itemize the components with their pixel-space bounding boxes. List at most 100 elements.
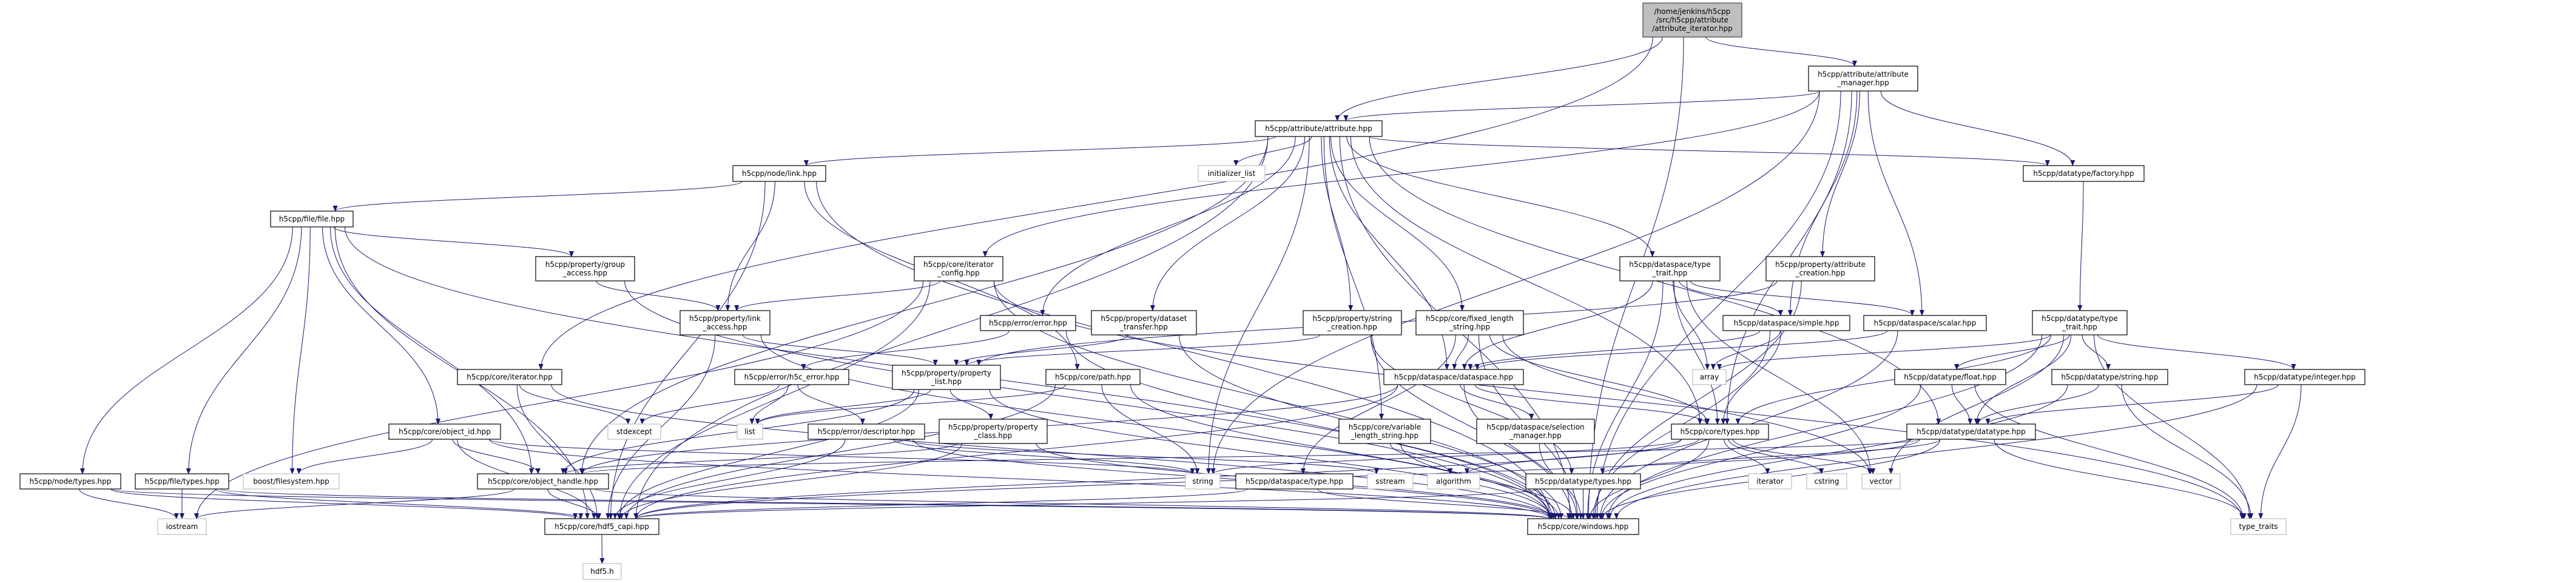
edge-attr_mgr-to-scalar <box>1867 90 1924 316</box>
node-box <box>1525 473 1641 490</box>
edge-h5c_error-to-descriptor <box>797 384 865 425</box>
node-root[interactable]: /home/jenkins/h5cpp/src/h5cpp/attribute/… <box>1642 2 1742 38</box>
node-link_access[interactable]: h5cpp/property/link_access.hpp <box>679 310 770 335</box>
edge-file-to-boost_fs <box>289 226 311 474</box>
edge-dt_integer-to-type_traits <box>2258 384 2302 519</box>
edge-attribute-to-init_list <box>1233 136 1312 166</box>
node-dataspace[interactable]: h5cpp/dataspace/dataspace.hpp <box>1383 369 1524 385</box>
node-dt_types[interactable]: h5cpp/datatype/types.hpp <box>1525 473 1641 490</box>
edge-dt_float-to-type_traits <box>1974 384 2246 519</box>
node-core_iterator[interactable]: h5cpp/core/iterator.hpp <box>457 369 562 385</box>
node-box <box>914 256 1003 281</box>
node-windows[interactable]: h5cpp/core/windows.hpp <box>1527 518 1639 535</box>
edge-property_class-to-hdf5_capi <box>619 443 962 519</box>
node-box <box>1198 165 1266 182</box>
node-ds_type_trait[interactable]: h5cpp/dataspace/type_trait.hpp <box>1619 256 1721 281</box>
node-node_types[interactable]: h5cpp/node/types.hpp <box>19 473 121 490</box>
node-dataset_transfer[interactable]: h5cpp/property/dataset_transfer.hpp <box>1091 310 1197 335</box>
node-box <box>1367 473 1414 490</box>
node-core_path[interactable]: h5cpp/core/path.hpp <box>1045 369 1141 385</box>
edge-attribute-to-string <box>1206 136 1310 474</box>
node-object_handle[interactable]: h5cpp/core/object_handle.hpp <box>477 473 609 490</box>
node-label: h5cpp/dataspace/selection <box>1486 423 1584 431</box>
node-hdf5_capi[interactable]: h5cpp/core/hdf5_capi.hpp <box>544 518 659 535</box>
node-ds_type[interactable]: h5cpp/dataspace/type.hpp <box>1235 473 1354 490</box>
node-box <box>1338 419 1431 444</box>
edge-property_list-to-hdf5_capi <box>616 389 920 519</box>
node-fixed_len[interactable]: h5cpp/core/fixed_length_string.hpp <box>1415 310 1524 335</box>
node-box <box>1235 473 1354 490</box>
edge-root-to-core_iterator <box>538 36 1653 370</box>
node-label: string <box>1192 477 1213 486</box>
node-iter_config[interactable]: h5cpp/core/iterator_config.hpp <box>914 256 1003 281</box>
edge-dt_type_trait-to-dt_integer <box>2097 334 2296 370</box>
node-label: _access.hpp <box>702 323 747 331</box>
node-group_access[interactable]: h5cpp/property/group_access.hpp <box>535 256 635 281</box>
node-file_types[interactable]: h5cpp/file/types.hpp <box>135 473 229 490</box>
edge-core_path-to-string <box>1101 384 1200 474</box>
node-label: h5cpp/property/string <box>1313 314 1392 323</box>
edge-fixed_len-to-ds_type <box>1300 334 1456 474</box>
node-h5c_error[interactable]: h5cpp/error/h5c_error.hpp <box>734 369 849 385</box>
node-attribute[interactable]: h5cpp/attribute/attribute.hpp <box>1255 120 1383 137</box>
node-label: _trait.hpp <box>2062 323 2097 331</box>
node-dt_string[interactable]: h5cpp/datatype/string.hpp <box>2051 369 2168 385</box>
node-core_types[interactable]: h5cpp/core/types.hpp <box>1671 423 1769 440</box>
node-label: list <box>744 428 755 436</box>
edge-core_path-to-list <box>755 384 1066 425</box>
node-node_link[interactable]: h5cpp/node/link.hpp <box>732 165 826 182</box>
node-label: h5cpp/property/property <box>948 423 1038 431</box>
edge-dt_float-to-dt_datatype <box>1951 384 1973 425</box>
node-var_len[interactable]: h5cpp/core/variable_length_string.hpp <box>1338 419 1431 444</box>
node-attr_mgr[interactable]: h5cpp/attribute/attribute_manager.hpp <box>1808 66 1918 92</box>
node-box <box>1748 473 1792 490</box>
edge-core_iterator-to-stdexcept <box>519 384 631 425</box>
node-box <box>2244 369 2365 385</box>
edge-link_access-to-hdf5_capi <box>605 334 716 519</box>
edge-node_link-to-windows <box>816 181 1553 519</box>
node-attr_creation[interactable]: h5cpp/property/attribute_creation.hpp <box>1765 256 1875 281</box>
node-box <box>732 165 826 182</box>
node-box <box>939 419 1048 444</box>
edge-attribute-to-hdf5_capi <box>633 136 1269 519</box>
edge-scalar-to-dataspace <box>1475 330 1888 370</box>
node-descriptor[interactable]: h5cpp/error/descriptor.hpp <box>808 423 925 440</box>
node-property_class[interactable]: h5cpp/property/property_class.hpp <box>939 419 1048 444</box>
node-box <box>157 518 207 535</box>
node-factory[interactable]: h5cpp/datatype/factory.hpp <box>2023 165 2145 182</box>
edge-attribute-to-node_link <box>804 136 1276 166</box>
edge-dataspace-to-selection_mgr <box>1460 384 1534 420</box>
node-label: _string.hpp <box>1449 323 1490 331</box>
edge-object_id-to-windows <box>489 439 1553 519</box>
edge-ds_type-to-hdf5_capi <box>633 488 1248 519</box>
node-file[interactable]: h5cpp/file/file.hpp <box>270 211 354 227</box>
node-hdf5h: hdf5.h <box>582 563 622 580</box>
edge-dt_type_trait-to-dt_float <box>1954 334 2070 370</box>
node-selection_mgr[interactable]: h5cpp/dataspace/selection_manager.hpp <box>1476 419 1595 444</box>
node-label: h5cpp/node/types.hpp <box>30 477 112 486</box>
edge-file-to-object_id <box>322 226 441 425</box>
node-label: sstream <box>1375 477 1404 486</box>
node-dt_type_trait[interactable]: h5cpp/datatype/type_trait.hpp <box>2032 310 2128 335</box>
node-label: h5cpp/error/error.hpp <box>989 319 1067 328</box>
edge-ds_type_trait-to-simple <box>1679 280 1783 316</box>
node-label: h5cpp/datatype/types.hpp <box>1535 477 1631 486</box>
node-simple[interactable]: h5cpp/dataspace/simple.hpp <box>1722 315 1850 331</box>
edge-group_access-to-link_access <box>596 280 721 311</box>
edge-property_list-to-list <box>755 389 931 425</box>
node-error[interactable]: h5cpp/error/error.hpp <box>980 315 1076 331</box>
node-box <box>1303 310 1402 335</box>
edge-dt_string-to-dt_datatype <box>1975 384 2099 425</box>
node-object_id[interactable]: h5cpp/core/object_id.hpp <box>388 423 501 440</box>
node-scalar[interactable]: h5cpp/dataspace/scalar.hpp <box>1863 315 1987 331</box>
edge-file_types-to-windows <box>219 488 1552 519</box>
node-dt_datatype[interactable]: h5cpp/datatype/datatype.hpp <box>1906 423 2036 440</box>
node-string_creation[interactable]: h5cpp/property/string_creation.hpp <box>1303 310 1402 335</box>
node-property_list[interactable]: h5cpp/property/property_list.hpp <box>892 365 1001 390</box>
edge-iter_config-to-hdf5_capi <box>617 280 931 519</box>
node-dt_float[interactable]: h5cpp/datatype/float.hpp <box>1894 369 2006 385</box>
node-stdexcept: stdexcept <box>607 423 661 440</box>
edge-attribute-to-fixed_len <box>1330 136 1465 311</box>
node-label: h5cpp/datatype/float.hpp <box>1904 373 1997 382</box>
node-dt_integer[interactable]: h5cpp/datatype/integer.hpp <box>2244 369 2365 385</box>
